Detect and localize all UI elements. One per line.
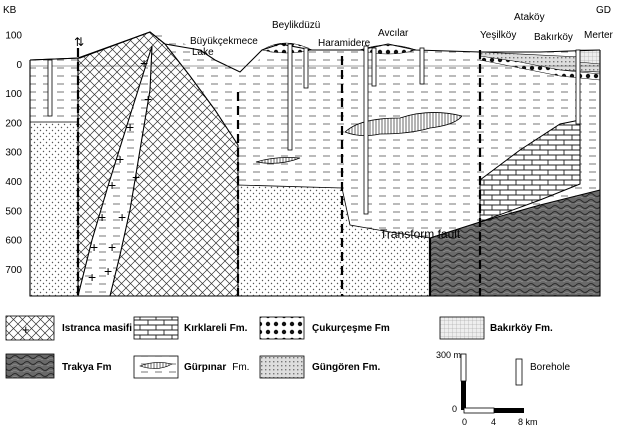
depth-tick-label: 400 — [5, 177, 22, 188]
svg-text:+: + — [108, 177, 116, 193]
place-atakoy: Ataköy — [514, 12, 545, 23]
fault-lines — [76, 48, 482, 296]
place-merter: Merter — [584, 30, 614, 41]
legend-gurpinar-lens — [139, 362, 173, 369]
legend-label-kirklareli: Kırklareli Fm. — [184, 323, 248, 334]
legend-label-borehole: Borehole — [530, 362, 570, 373]
legend-label-gurpinar-suffix: Fm. — [232, 362, 249, 373]
place-buyukcekmece: Büyükçekmece — [190, 36, 258, 47]
legend-swatch-cukurcesme — [259, 316, 305, 340]
depth-tick-label: 300 — [5, 148, 22, 159]
gurpinar-lens-small — [255, 157, 301, 164]
legend-swatch-gungoren — [259, 355, 305, 379]
depth-axis: 100 0 100 200 300 400 500 600 700 — [5, 31, 22, 276]
fault-arrow-symbol: ⇅ — [74, 35, 84, 49]
scale-vertical-zero: 0 — [452, 404, 457, 414]
legend-swatch-borehole — [515, 358, 523, 386]
place-yesilkoy: Yeşilköy — [480, 30, 516, 41]
svg-text:+: + — [118, 209, 126, 225]
bakirkoy-layer — [577, 49, 601, 65]
depth-tick-label: 0 — [16, 60, 22, 71]
scale-bar: 300 m 0 0 4 8 km — [436, 350, 538, 427]
place-beylikduzu: Beylikdüzü — [272, 20, 320, 31]
gurpinar-lens-main — [344, 112, 463, 136]
place-bakirkoy: Bakırköy — [534, 32, 573, 43]
svg-text:+: + — [144, 91, 152, 107]
ground-surface — [29, 31, 601, 73]
svg-text:+: + — [104, 263, 112, 279]
svg-text:+: + — [132, 169, 140, 185]
svg-text:+: + — [140, 55, 148, 71]
depth-tick-label: 500 — [5, 206, 22, 217]
legend-swatch-bakirkoy — [439, 316, 485, 340]
scale-tick-4: 4 — [491, 417, 496, 427]
boreholes — [47, 43, 581, 215]
svg-text:+: + — [126, 119, 134, 135]
legend-label-gungoren: Güngören Fm. — [312, 362, 381, 373]
legend-label-cukurcesme: Çukurçeşme Fm — [312, 323, 390, 334]
istranca-area — [77, 31, 239, 297]
legend-label-gurpinar: Gürpınar Fm. — [184, 362, 249, 373]
svg-text:+: + — [98, 209, 106, 225]
scale-vertical-label: 300 m — [436, 350, 461, 360]
legend: + Istranca masifi Kırklareli Fm. Çukurçe… — [5, 315, 570, 386]
kirklareli-area — [479, 119, 581, 223]
legend-label-bakirkoy: Bakırköy Fm. — [490, 323, 553, 334]
istranca-crosses: ++ ++ ++ ++ ++ ++ — [88, 55, 152, 285]
legend-swatch-istranca — [5, 315, 55, 341]
place-avcilar: Avcılar — [378, 28, 409, 39]
legend-swatch-kirklareli — [133, 316, 179, 340]
depth-tick-label: 100 — [5, 89, 22, 100]
dotted-left-area — [29, 121, 79, 297]
legend-swatch-trakya — [5, 353, 55, 379]
legend-cross-mark: + — [22, 322, 30, 337]
depth-tick-label: 700 — [5, 265, 22, 276]
legend-label-istranca: Istranca masifi — [62, 323, 132, 334]
transform-fault-label: Transform fault — [380, 227, 461, 241]
corner-label-kb: KB — [3, 5, 17, 16]
place-haramidere: Haramidere — [318, 38, 371, 49]
depth-tick-label: 100 — [5, 31, 22, 42]
scale-tick-8: 8 km — [518, 417, 538, 427]
corner-label-gd: GD — [596, 5, 611, 16]
svg-text:+: + — [116, 151, 124, 167]
depth-tick-label: 200 — [5, 118, 22, 129]
depth-tick-label: 600 — [5, 236, 22, 247]
svg-text:+: + — [108, 239, 116, 255]
scale-tick-0: 0 — [462, 417, 467, 427]
place-lake: Lake — [192, 47, 214, 58]
legend-label-trakya: Trakya Fm — [62, 362, 112, 373]
svg-text:+: + — [88, 269, 96, 285]
legend-label-gurpinar-name: Gürpınar — [184, 362, 226, 373]
svg-text:+: + — [90, 239, 98, 255]
